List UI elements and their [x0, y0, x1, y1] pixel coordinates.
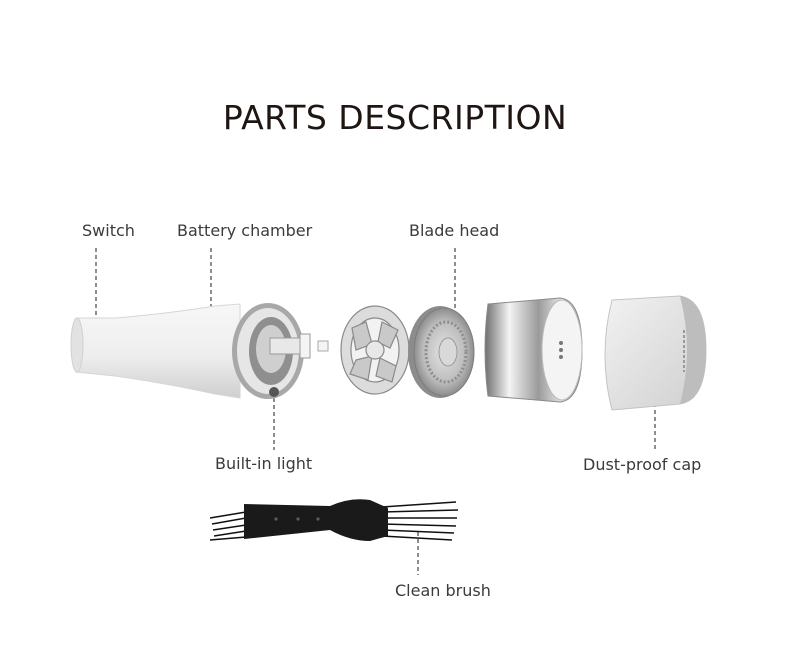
label-built-in-light: Built-in light — [215, 454, 313, 473]
label-dust-proof-cap: Dust-proof cap — [583, 455, 702, 474]
label-blade-head: Blade head — [409, 221, 500, 240]
clean-brush-shape — [209, 499, 459, 541]
dust-proof-cap-shape — [604, 295, 707, 411]
label-switch: Switch — [82, 221, 135, 240]
label-clean-brush: Clean brush — [395, 581, 491, 600]
blade-head — [408, 306, 475, 398]
chrome-collar — [484, 297, 583, 403]
shaver-body — [70, 303, 329, 399]
blade-cutter — [340, 305, 410, 395]
label-battery-chamber: Battery chamber — [177, 221, 313, 240]
page-title: PARTS DESCRIPTION — [222, 98, 568, 137]
